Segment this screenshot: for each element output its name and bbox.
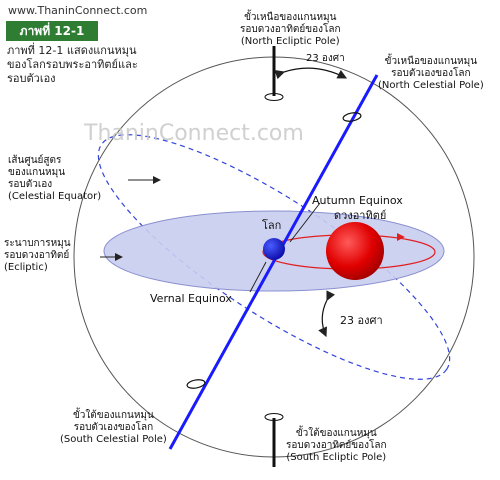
label-line: (North Celestial Pole) [378, 80, 484, 91]
pointer-autumn [289, 202, 321, 243]
label-angle-top: 23 องศา [306, 53, 345, 64]
figure-caption: ภาพที่ 12-1 แสดงแกนหมุน ของโลกรอบพระอาทิ… [7, 44, 138, 86]
label-line: ของแกนหมุน [8, 167, 66, 178]
label-line: ระนาบการหมุน [4, 238, 71, 249]
label-line: (Celestial Equator) [8, 191, 102, 202]
sun [326, 222, 384, 280]
spin-indicator-pole-top [264, 93, 284, 101]
label-celestial-equator: เส้นศูนย์สูตร ของแกนหมุน รอบตัวเอง (Cele… [8, 155, 101, 203]
label-autumn-equinox: Autumn Equinox [312, 194, 403, 207]
label-north-ecliptic: ขั้วเหนือของแกนหมุน รอบดวงอาทิตย์ของโลก … [240, 12, 341, 48]
label-line: ขั้วเหนือของแกนหมุน [244, 12, 337, 23]
orbit-arrow [397, 233, 405, 241]
label-line: (South Celestial Pole) [60, 434, 167, 445]
label-line: (South Ecliptic Pole) [286, 452, 387, 463]
caption-line: ภาพที่ 12-1 แสดงแกนหมุน [7, 44, 137, 57]
label-line: รอบดวงอาทิตย์ของโลก [286, 440, 387, 451]
spin-indicator-pole-bottom [264, 413, 284, 421]
caption-line: รอบตัวเอง [7, 72, 56, 85]
label-south-ecliptic: ขั้วใต้ของแกนหมุน รอบดวงอาทิตย์ของโลก (S… [286, 428, 387, 464]
label-line: (North Ecliptic Pole) [240, 36, 340, 47]
label-line: ขั้วใต้ของแกนหมุน [295, 428, 377, 439]
angle-arc-bottom [318, 290, 336, 338]
angle-arc-top [274, 67, 348, 80]
label-line: เส้นศูนย์สูตร [8, 155, 62, 166]
site-url: www.ThaninConnect.com [8, 4, 148, 17]
figure-badge: ภาพที่ 12-1 [6, 21, 98, 41]
watermark: ThaninConnect.com [83, 121, 304, 146]
label-line: รอบตัวเองของโลก [73, 422, 154, 433]
label-line: ขั้วใต้ของแกนหมุน [72, 410, 154, 421]
label-angle-bottom: 23 องศา [340, 314, 383, 327]
label-line: (Ecliptic) [4, 262, 48, 273]
label-line: รอบดวงอาทิตย์ของโลก [240, 24, 341, 35]
label-line: รอบดวงอาทิตย์ [4, 250, 70, 261]
pointer-vernal [249, 261, 267, 293]
label-sun: ดวงอาทิตย์ [334, 209, 387, 222]
label-vernal-equinox: Vernal Equinox [150, 292, 232, 305]
label-north-celestial: ขั้วเหนือของแกนหมุน รอบตัวเองของโลก (Nor… [378, 56, 484, 92]
spin-indicator-bottom [186, 379, 206, 389]
caption-line: ของโลกรอบพระอาทิตย์และ [7, 58, 138, 71]
label-ecliptic: ระนาบการหมุน รอบดวงอาทิตย์ (Ecliptic) [4, 238, 71, 274]
label-line: รอบตัวเอง [8, 179, 53, 190]
earth [263, 238, 285, 260]
label-line: ขั้วเหนือของแกนหมุน [384, 56, 478, 67]
label-line: รอบตัวเองของโลก [391, 68, 471, 79]
label-earth: โลก [262, 219, 282, 232]
spin-indicator-top [342, 112, 362, 122]
rotation-axis [168, 74, 379, 450]
celestial-equator-ellipse [97, 134, 451, 380]
label-south-celestial: ขั้วใต้ของแกนหมุน รอบตัวเองของโลก (South… [60, 410, 167, 446]
